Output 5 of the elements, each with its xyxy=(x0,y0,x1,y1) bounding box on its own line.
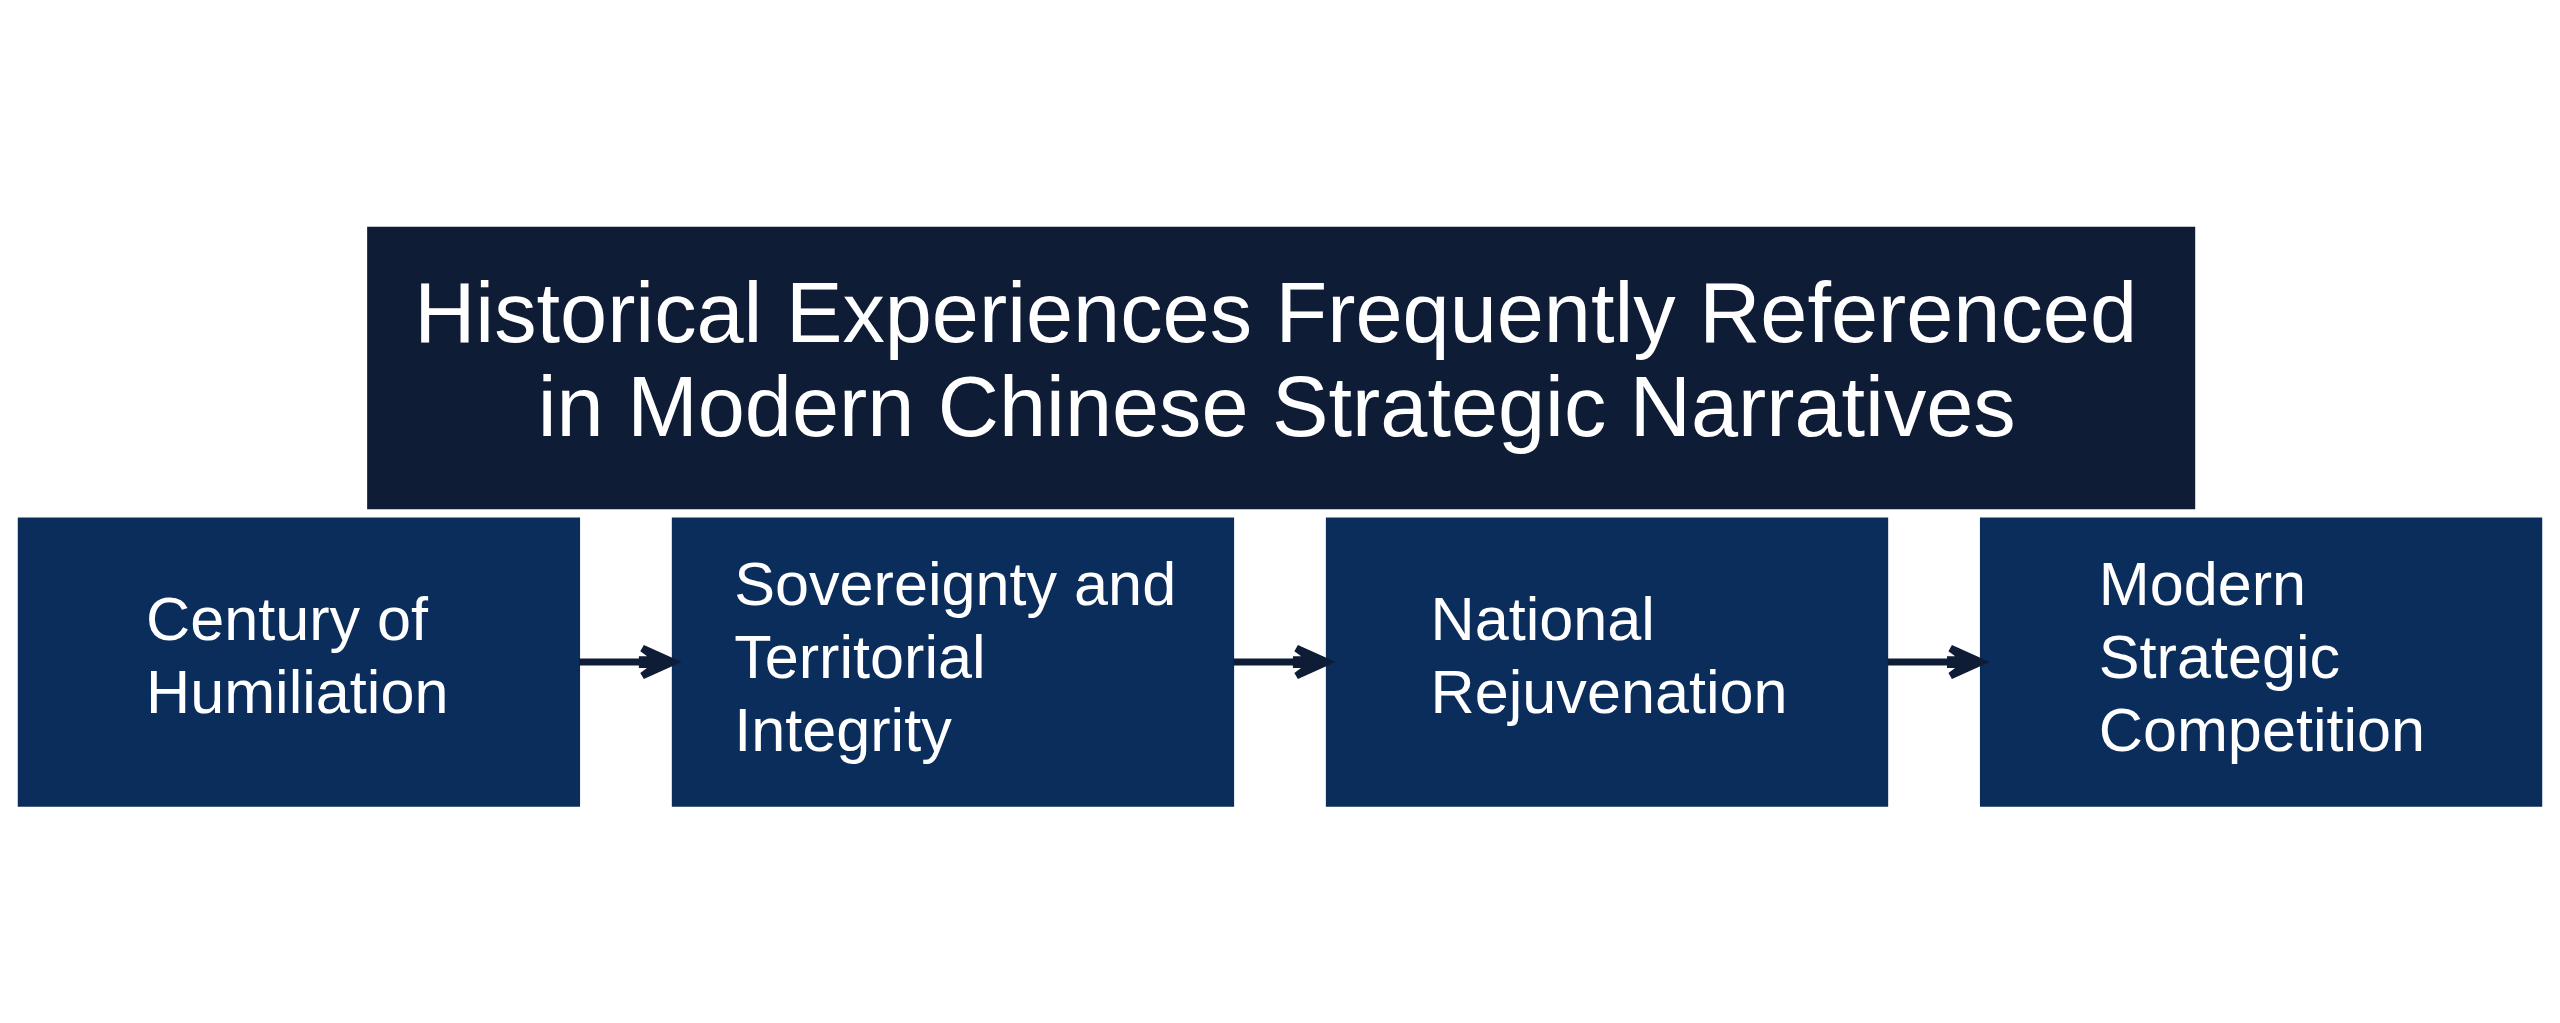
node-box: Modern Strategic Competition xyxy=(1979,517,2543,807)
diagram-title: Historical Experiences Frequently Referenced in Modern Chinese Strategic Narratives xyxy=(414,264,2137,454)
node-box: Sovereignty and Territorial Integrity xyxy=(671,517,1235,807)
node-box: National Rejuvenation xyxy=(1325,517,1889,807)
node-box: Century of Humiliation xyxy=(17,517,581,807)
